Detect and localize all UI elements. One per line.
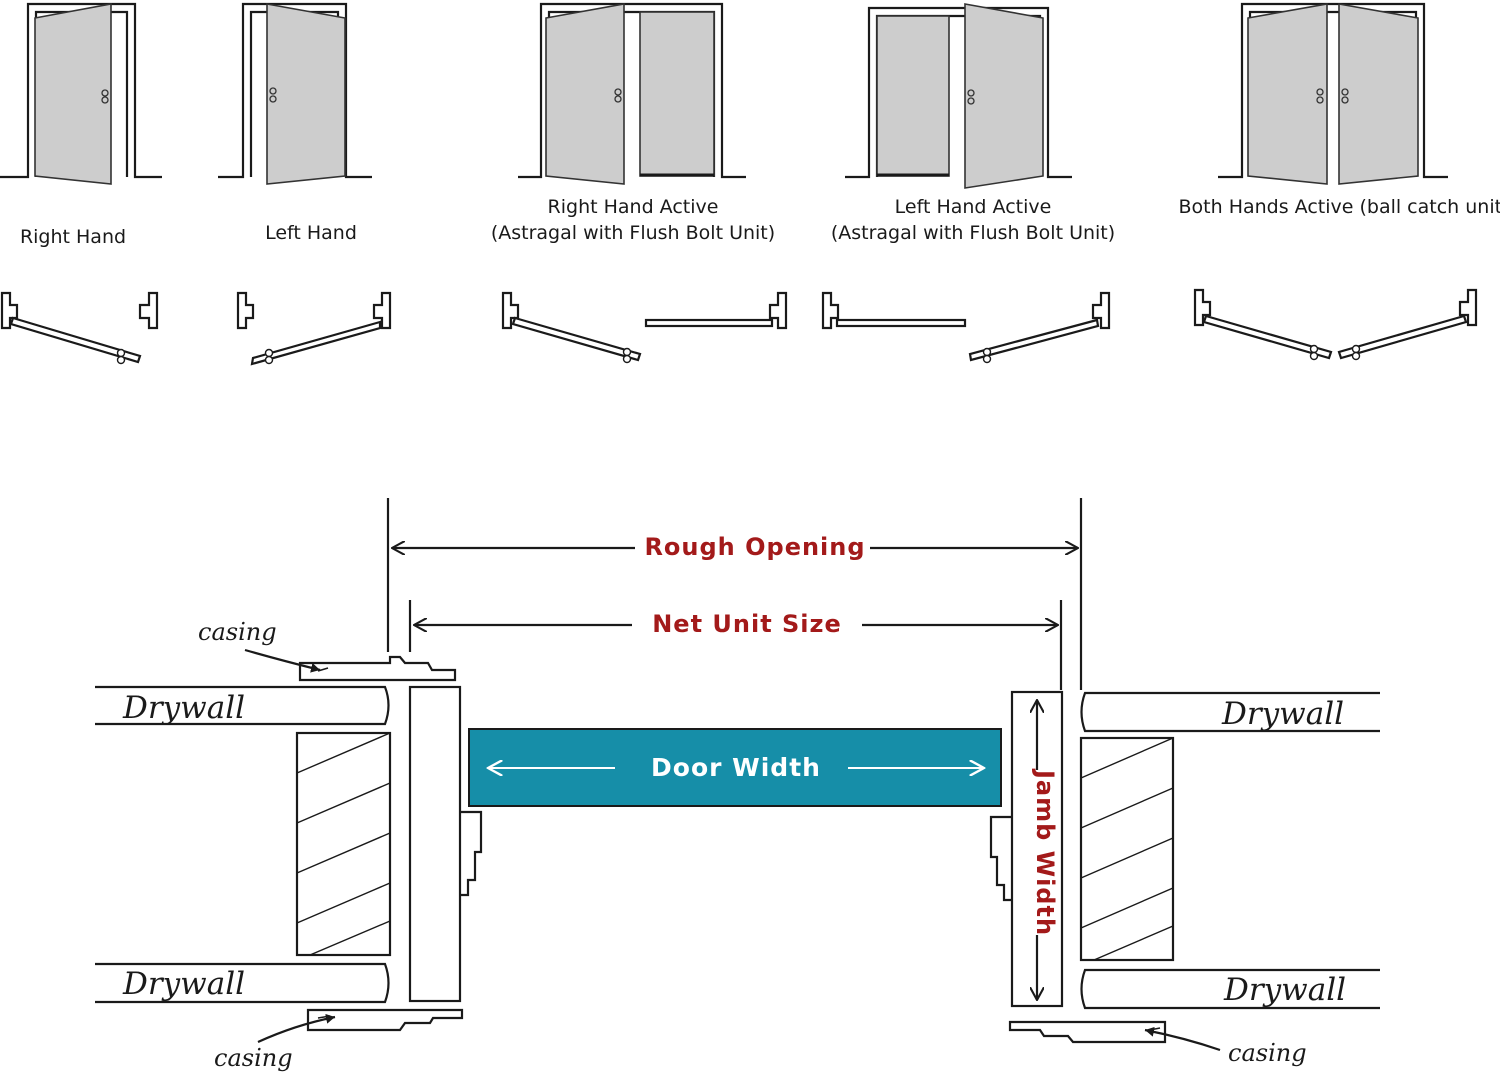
jamb-width-dimension: Jamb Width bbox=[1031, 700, 1059, 1000]
elevation-right-hand bbox=[0, 2, 162, 185]
extension-lines bbox=[386, 498, 1083, 690]
label-lha-subtitle: (Astragal with Flush Bolt Unit) bbox=[831, 222, 1115, 244]
jamb-width-label: Jamb Width bbox=[1031, 768, 1059, 936]
drywall-label-right-bottom: Drywall bbox=[1223, 972, 1346, 1008]
drywall-label-left-bottom: Drywall bbox=[122, 966, 245, 1002]
label-rha-subtitle: (Astragal with Flush Bolt Unit) bbox=[491, 222, 775, 244]
net-unit-size-label: Net Unit Size bbox=[652, 610, 842, 638]
elevation-right-hand-active bbox=[518, 2, 746, 185]
casing-label-bottom-right: casing bbox=[1228, 1039, 1307, 1067]
rough-opening-dimension: Rough Opening bbox=[392, 533, 1078, 561]
left-wall-assembly: Drywall Drywall bbox=[95, 655, 483, 1032]
elevation-left-hand-active bbox=[845, 3, 1072, 189]
plan-left-hand bbox=[236, 291, 392, 366]
elevation-left-hand bbox=[218, 2, 372, 185]
plan-right-hand-active bbox=[501, 291, 788, 364]
plan-both-hands-active bbox=[1193, 288, 1478, 361]
door-width-label: Door Width bbox=[651, 753, 821, 782]
rough-opening-label: Rough Opening bbox=[644, 533, 865, 561]
casing-label-bottom-left: casing bbox=[214, 1044, 293, 1072]
door-width-bar: Door Width bbox=[468, 728, 1002, 807]
label-right-hand: Right Hand bbox=[20, 226, 126, 248]
drywall-label-left-top: Drywall bbox=[122, 690, 245, 726]
plan-left-hand-active bbox=[821, 291, 1111, 364]
plan-right-hand bbox=[0, 291, 159, 365]
label-lha-title: Left Hand Active bbox=[895, 196, 1052, 218]
label-both-hands: Both Hands Active (ball catch unit) bbox=[1179, 196, 1500, 218]
right-wall-assembly: Drywall Drywall bbox=[989, 690, 1380, 1044]
casing-callouts: casing casing casing bbox=[198, 618, 1307, 1072]
drywall-label-right-top: Drywall bbox=[1221, 696, 1344, 732]
elevation-both-hands-active bbox=[1218, 2, 1448, 185]
net-unit-size-dimension: Net Unit Size bbox=[414, 610, 1058, 638]
label-left-hand: Left Hand bbox=[265, 222, 357, 244]
label-rha-title: Right Hand Active bbox=[548, 196, 719, 218]
casing-label-top-left: casing bbox=[198, 618, 277, 646]
